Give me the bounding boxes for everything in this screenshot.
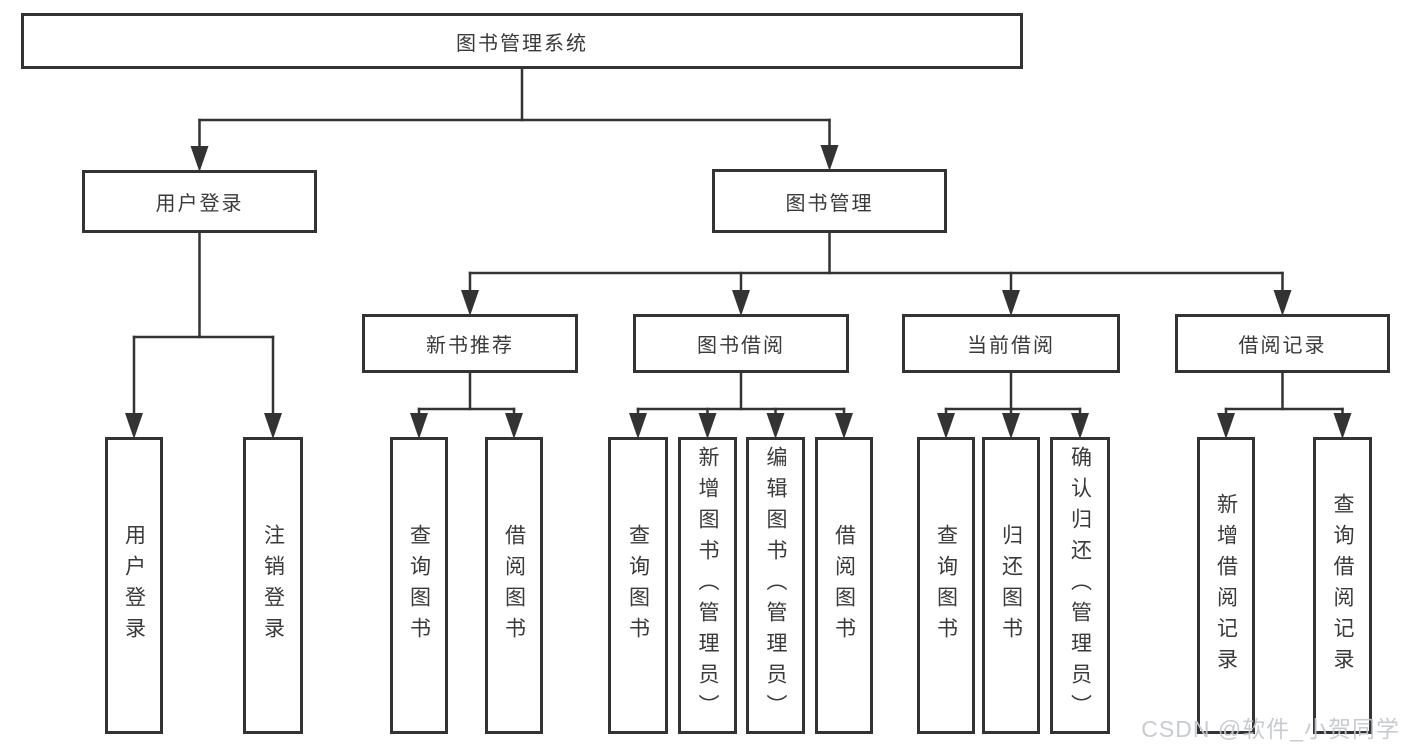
arrowhead-down-icon bbox=[629, 413, 647, 439]
diagram-node-bb-borrow: 借阅图书 bbox=[815, 437, 873, 734]
diagram-node-cb-confirm: 确认归还（管理员） bbox=[1050, 437, 1110, 734]
node-label: 查询借阅记录 bbox=[1331, 492, 1354, 679]
arrowhead-down-icon bbox=[1333, 413, 1352, 439]
diagram-node-records: 借阅记录 bbox=[1175, 314, 1390, 373]
arrowhead-down-icon bbox=[461, 290, 479, 316]
diagram-node-mgmt: 图书管理 bbox=[712, 169, 947, 233]
arrowhead-down-icon bbox=[698, 413, 717, 439]
node-label: 借阅记录 bbox=[1238, 335, 1327, 357]
arrowhead-down-icon bbox=[835, 413, 853, 439]
arrowhead-down-icon bbox=[766, 413, 785, 439]
node-label: 新书推荐 bbox=[426, 335, 514, 357]
node-label: 归还图书 bbox=[999, 523, 1023, 648]
node-label: 借阅图书 bbox=[502, 523, 526, 648]
node-label: 用户登录 bbox=[155, 193, 244, 215]
diagram-node-bookborrow: 图书借阅 bbox=[633, 314, 849, 373]
arrowhead-down-icon bbox=[190, 146, 209, 172]
diagram-node-rec-add: 新增借阅记录 bbox=[1197, 437, 1255, 734]
arrowhead-down-icon bbox=[820, 145, 839, 171]
diagram-node-rec-query: 查询借阅记录 bbox=[1313, 437, 1372, 734]
arrowhead-down-icon bbox=[125, 413, 143, 439]
node-label: 编辑图书（管理员） bbox=[764, 446, 787, 725]
watermark-text: CSDN @软件_小贺同学 bbox=[1141, 716, 1400, 742]
node-label: 查询图书 bbox=[934, 523, 958, 648]
diagram-node-cb-return: 归还图书 bbox=[982, 437, 1040, 734]
arrowhead-down-icon bbox=[410, 413, 428, 439]
diagram-node-nb-borrow: 借阅图书 bbox=[485, 437, 543, 734]
diagram-node-newbook: 新书推荐 bbox=[362, 314, 578, 373]
arrowhead-down-icon bbox=[1071, 413, 1089, 439]
diagram-node-bb-query: 查询图书 bbox=[608, 437, 668, 734]
arrowhead-down-icon bbox=[937, 413, 955, 439]
diagram-node-root: 图书管理系统 bbox=[21, 13, 1023, 69]
arrowhead-down-icon bbox=[264, 413, 282, 439]
diagram-node-cb-query: 查询图书 bbox=[917, 437, 975, 734]
diagram-node-login: 用户登录 bbox=[82, 170, 317, 233]
node-label: 查询图书 bbox=[626, 523, 650, 648]
diagram-node-login-logout: 注销登录 bbox=[243, 437, 303, 734]
arrowhead-down-icon bbox=[1273, 290, 1292, 316]
node-label: 用户登录 bbox=[122, 523, 146, 648]
node-label: 图书管理系统 bbox=[456, 32, 588, 55]
node-label: 新增图书（管理员） bbox=[696, 446, 719, 725]
diagram-node-bb-add: 新增图书（管理员） bbox=[678, 437, 737, 734]
node-label: 注销登录 bbox=[261, 523, 285, 648]
node-label: 当前借阅 bbox=[967, 335, 1055, 357]
diagram-node-login-user: 用户登录 bbox=[105, 437, 163, 734]
node-label: 图书管理 bbox=[785, 192, 874, 215]
arrowhead-down-icon bbox=[505, 413, 523, 439]
node-label: 借阅图书 bbox=[832, 523, 856, 648]
arrowhead-down-icon bbox=[1217, 413, 1235, 439]
diagram-node-nb-query: 查询图书 bbox=[390, 437, 448, 734]
arrowhead-down-icon bbox=[1002, 290, 1020, 316]
node-label: 确认归还（管理员） bbox=[1068, 446, 1092, 725]
node-label: 查询图书 bbox=[407, 523, 431, 648]
diagram-node-currentborrow: 当前借阅 bbox=[902, 314, 1120, 373]
arrowhead-down-icon bbox=[732, 290, 750, 316]
node-label: 图书借阅 bbox=[697, 335, 785, 357]
node-label: 新增借阅记录 bbox=[1214, 492, 1238, 679]
diagram-node-bb-edit: 编辑图书（管理员） bbox=[746, 437, 805, 734]
arrowhead-down-icon bbox=[1002, 413, 1020, 439]
